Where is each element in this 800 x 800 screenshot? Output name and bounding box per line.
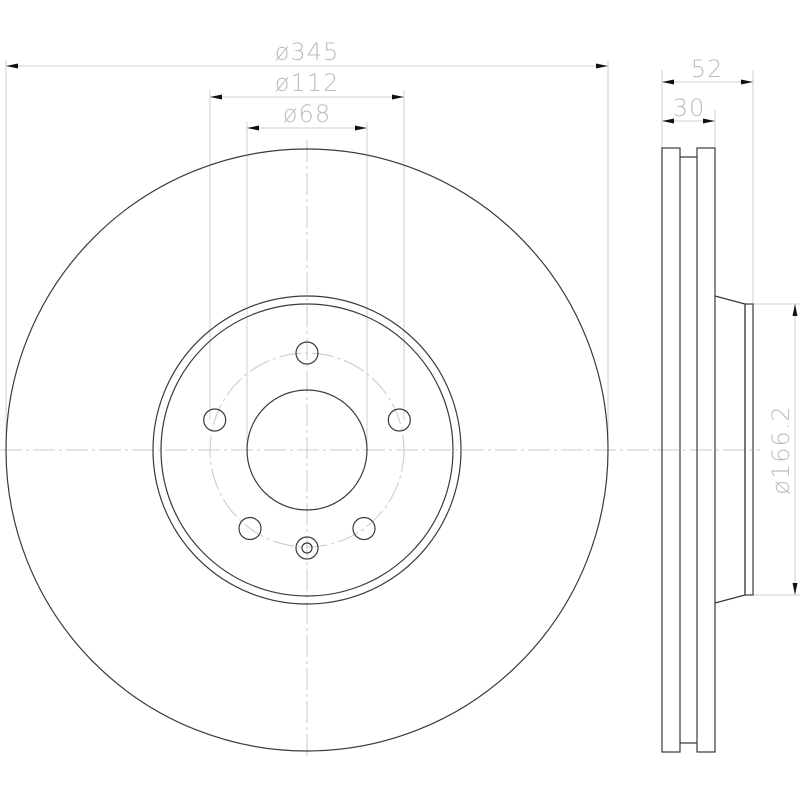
bolt-hole <box>203 408 227 432</box>
arrow-icon <box>596 63 608 69</box>
hat-inner-edge <box>160 303 454 597</box>
hat-diameter-label: ø166.2 <box>767 405 795 494</box>
arrow-icon <box>662 79 674 85</box>
bolt-hole <box>387 408 411 432</box>
dimension-hat-diameter: ø166.2 <box>767 304 798 595</box>
dimension-pcd: ø112 <box>210 69 404 100</box>
hat-outer-edge <box>152 295 462 605</box>
front-view: ø345 ø112 ø68 <box>0 38 660 760</box>
disc-outer-edge <box>5 148 609 752</box>
arrow-icon <box>792 583 798 595</box>
total-width-label: 52 <box>691 55 724 83</box>
dimension-bore: ø68 <box>247 100 367 131</box>
pcd-label: ø112 <box>275 69 340 97</box>
arrow-icon <box>210 94 222 100</box>
disc-width-label: 30 <box>673 94 706 122</box>
arrow-icon <box>703 118 715 124</box>
arrow-icon <box>6 63 18 69</box>
bolt-hole <box>238 516 262 541</box>
bolt-circle <box>209 352 405 548</box>
bolt-hole <box>352 516 376 541</box>
bore-label: ø68 <box>283 100 331 128</box>
locating-screw-hole-outer <box>295 536 319 560</box>
arrow-icon <box>792 304 798 316</box>
hat-flange <box>744 303 754 596</box>
arrow-icon <box>247 125 259 131</box>
bolt-hole <box>295 341 319 365</box>
outer-friction-plate <box>661 147 681 753</box>
center-bore <box>246 389 368 511</box>
arrow-icon <box>662 118 674 124</box>
inner-friction-plate <box>696 147 716 753</box>
dimension-total-width: 52 <box>662 55 753 85</box>
od-label: ø345 <box>275 38 340 66</box>
locating-screw-hole-inner <box>301 542 313 554</box>
side-view: 52 30 ø166.2 <box>657 55 800 753</box>
arrow-icon <box>392 94 404 100</box>
dimension-od: ø345 <box>6 38 608 69</box>
arrow-icon <box>355 125 367 131</box>
dimension-disc-width: 30 <box>662 94 715 124</box>
arrow-icon <box>741 79 753 85</box>
